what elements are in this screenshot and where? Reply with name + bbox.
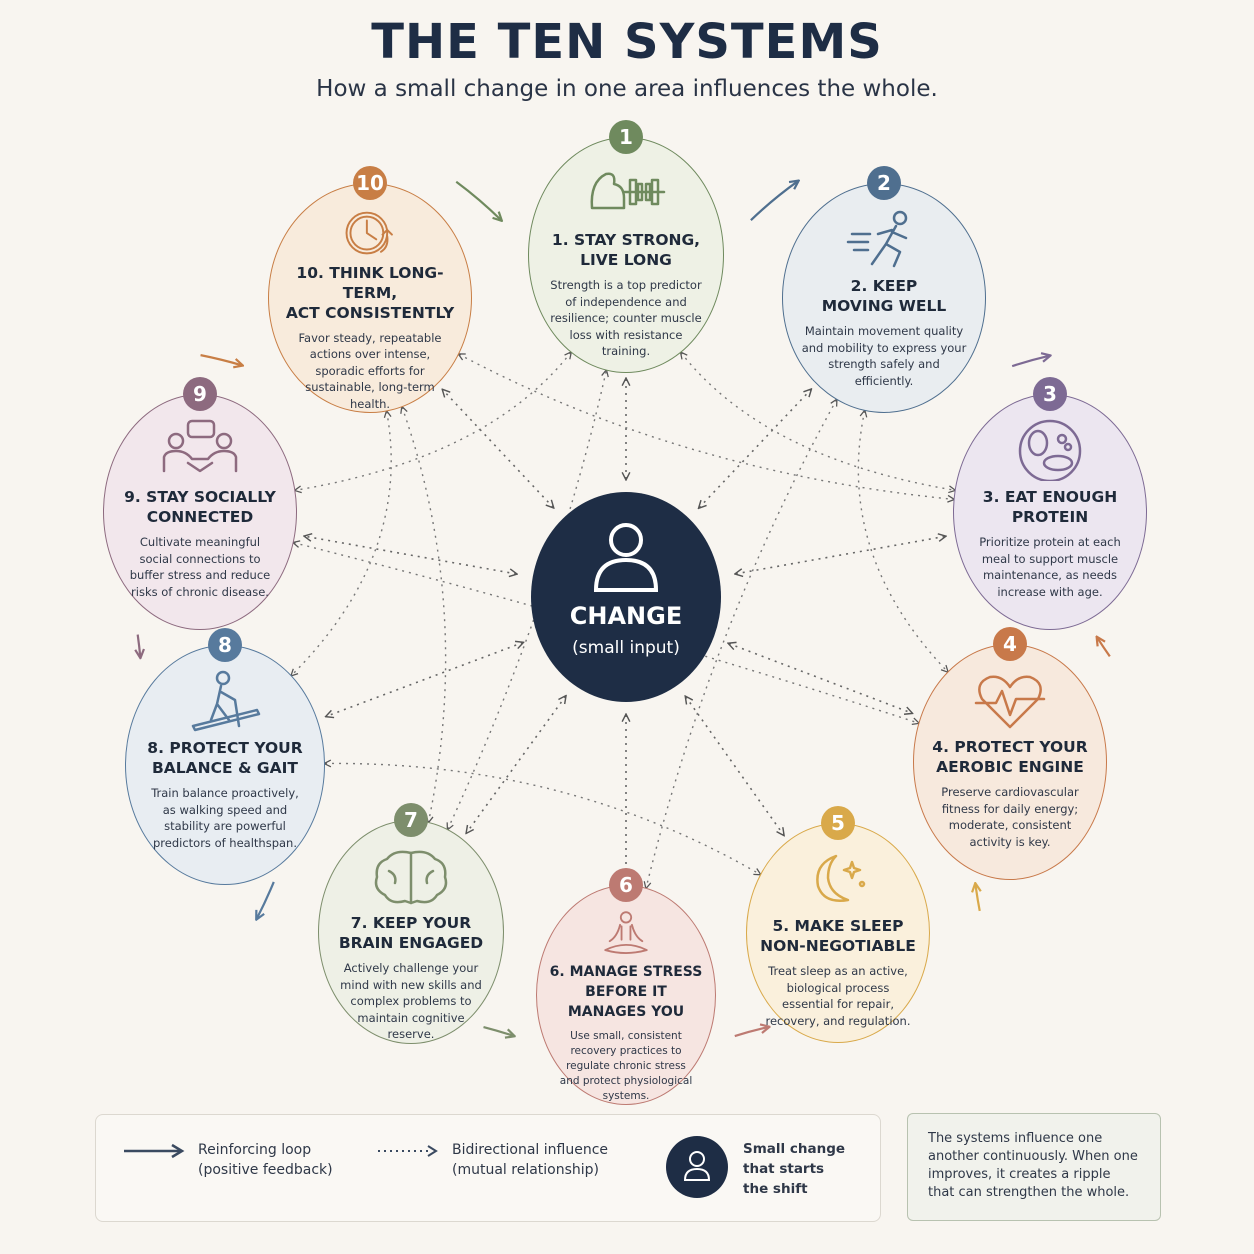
hiker-balance-icon: [191, 670, 261, 732]
meditation-icon: [604, 911, 648, 954]
solid-arrow-icon: [124, 1143, 185, 1159]
system-node-8: 8 8. PROTECT YOUR BALANCE & GAIT Train b…: [125, 628, 325, 885]
system-description: Cultivate meaningful social connections …: [129, 535, 271, 599]
legend-reinforcing-sub: (positive feedback): [198, 1162, 333, 1178]
legend-bidirectional-label: Bidirectional influence: [452, 1142, 609, 1158]
reinforcing-loop-arrow: [975, 884, 979, 912]
system-title: 7. KEEP YOUR BRAIN ENGAGED: [338, 914, 484, 952]
system-node-2: 2 2. KEEP MOVING WELL Maintain movement …: [782, 166, 986, 413]
page-title: THE TEN SYSTEMS: [371, 14, 883, 70]
legend-small-change-l2: that starts: [743, 1161, 825, 1177]
system-title: 10. THINK LONG-TERM, ACT CONSISTENTLY: [285, 263, 455, 322]
reinforcing-loop-arrow: [1097, 638, 1111, 658]
system-title: 2. KEEP MOVING WELL: [821, 277, 947, 315]
system-node-6: 6 6. MANAGE STRESS BEFORE IT MANAGES YOU…: [536, 868, 716, 1105]
cross-bidirectional-link: [402, 407, 447, 822]
legend-bidirectional: Bidirectional influence (mutual relations…: [452, 1140, 608, 1180]
system-number-badge: 8: [208, 628, 242, 662]
moon-stars-icon: [816, 854, 866, 902]
handshake-chat-icon: [162, 419, 238, 473]
bidirectional-link: [729, 644, 912, 713]
legend-small-change: Small change that starts the shift: [743, 1139, 845, 1199]
system-title: 1. STAY STRONG, LIVE LONG: [551, 231, 701, 269]
person-icon: [593, 523, 659, 592]
reinforcing-loop-arrow: [483, 1025, 514, 1036]
person-icon: [666, 1136, 728, 1198]
center-change-node: CHANGE (small input): [531, 492, 721, 702]
system-description: Prioritize protein at each meal to suppo…: [979, 535, 1121, 599]
system-node-1: 1 1. STAY STRONG, LIVE LONG Strength is …: [528, 120, 724, 373]
bidirectional-link: [686, 697, 784, 835]
system-number-badge: 10: [353, 166, 387, 200]
legend-small-change-l3: the shift: [743, 1181, 808, 1197]
system-node-5: 5 5. MAKE SLEEP NON-NEGOTIABLE Treat sle…: [746, 806, 930, 1043]
system-title: 6. MANAGE STRESS BEFORE IT MANAGES YOU: [549, 964, 703, 1020]
cross-bidirectional-link: [291, 411, 392, 675]
reinforcing-loop-arrow: [138, 634, 141, 658]
cross-bidirectional-link: [325, 763, 760, 874]
system-node-4: 4 4. PROTECT YOUR AEROBIC ENGINE Preserv…: [913, 627, 1107, 880]
legend-small-change-l1: Small change: [743, 1141, 846, 1157]
system-description: Actively challenge your mind with new sk…: [340, 961, 482, 1041]
center-title: CHANGE: [569, 602, 683, 630]
heartbeat-icon: [974, 675, 1046, 729]
system-number-badge: 3: [1033, 377, 1067, 411]
system-number-badge: 6: [609, 868, 643, 902]
reinforcing-loop-arrow: [734, 1027, 769, 1038]
clock-arrow-icon: [345, 211, 393, 255]
dumbbell-arm-icon: [590, 172, 666, 210]
legend: Reinforcing loop (positive feedback) Bidi…: [95, 1114, 881, 1222]
bidirectional-link: [326, 643, 522, 717]
dotted-arrow-icon: [378, 1145, 438, 1157]
bidirectional-link: [699, 390, 811, 508]
system-title: 3. EAT ENOUGH PROTEIN: [982, 488, 1118, 526]
reinforcing-loop-arrow: [750, 181, 798, 221]
system-description: Maintain movement quality and mobility t…: [801, 324, 967, 388]
system-title: 4. PROTECT YOUR AEROBIC ENGINE: [932, 738, 1088, 776]
system-number-badge: 9: [183, 377, 217, 411]
reinforcing-loop-arrow: [455, 180, 501, 220]
system-title: 9. STAY SOCIALLY CONNECTED: [124, 488, 276, 526]
system-description: Treat sleep as an active, biological pro…: [765, 964, 911, 1028]
system-number-badge: 7: [394, 803, 428, 837]
system-number-badge: 2: [867, 166, 901, 200]
system-number-badge: 4: [993, 627, 1027, 661]
system-description: Strength is a top predictor of independe…: [550, 278, 702, 358]
center-subtitle: (small input): [572, 638, 680, 658]
system-description: Favor steady, repeatable actions over in…: [298, 330, 442, 411]
reinforcing-loop-arrow: [200, 354, 242, 365]
page-subtitle: How a small change in one area influence…: [316, 76, 938, 102]
system-number-badge: 1: [609, 120, 643, 154]
system-title: 8. PROTECT YOUR BALANCE & GAIT: [147, 739, 303, 777]
cross-bidirectional-link: [857, 411, 947, 672]
system-number-badge: 5: [821, 806, 855, 840]
protein-plate-icon: [1018, 419, 1082, 481]
bidirectional-link: [736, 536, 945, 573]
system-node-3: 3 3. EAT ENOUGH PROTEIN Prioritize prote…: [953, 377, 1147, 630]
runner-icon: [846, 210, 908, 268]
system-node-7: 7 7. KEEP YOUR BRAIN ENGAGED Actively ch…: [318, 803, 504, 1044]
cross-bidirectional-link: [448, 371, 606, 830]
system-description: Use small, consistent recovery practices…: [559, 1030, 693, 1102]
legend-reinforcing: Reinforcing loop (positive feedback): [198, 1140, 333, 1180]
reinforcing-loop-arrow: [257, 881, 275, 919]
brain-icon: [374, 850, 448, 905]
legend-reinforcing-label: Reinforcing loop: [198, 1142, 312, 1158]
bidirectional-link: [467, 696, 566, 832]
legend-bidirectional-sub: (mutual relationship): [452, 1162, 600, 1178]
summary-note: The systems influence one another contin…: [907, 1113, 1161, 1221]
system-title: 5. MAKE SLEEP NON-NEGOTIABLE: [760, 917, 916, 955]
reinforcing-loop-arrow: [1011, 356, 1049, 368]
system-description: Preserve cardiovascular fitness for dail…: [941, 785, 1079, 849]
bidirectional-link: [305, 536, 516, 574]
system-node-9: 9 9. STAY SOCIALLY CONNECTED Cultivate m…: [103, 377, 297, 630]
system-description: Train balance proactively, as walking sp…: [151, 786, 299, 850]
system-node-10: 10 10. THINK LONG-TERM, ACT CONSISTENTLY…: [268, 166, 472, 413]
